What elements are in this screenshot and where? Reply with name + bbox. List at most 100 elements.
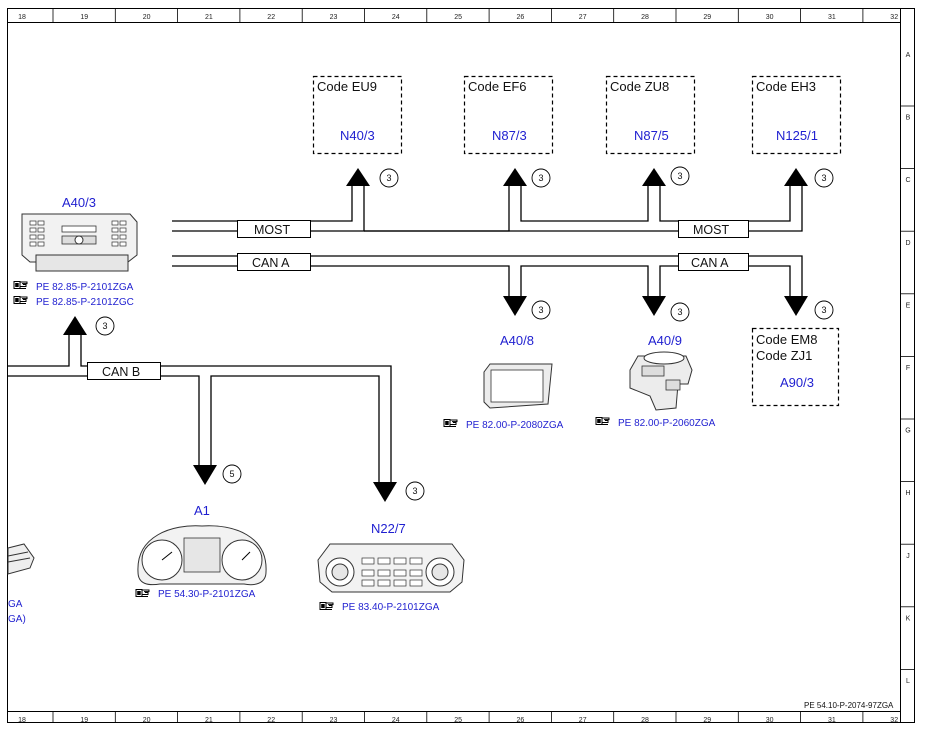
ruler-column-label: 19 (80, 717, 88, 724)
ruler-column-label: 22 (267, 717, 275, 724)
bus-label-can-b: CAN B (102, 365, 140, 379)
ruler-row-label: C (905, 177, 910, 184)
code-box-zu8: Code ZU8 N87/5 (605, 75, 696, 155)
ruler-row-label: L (906, 678, 910, 685)
ruler-column-label: 25 (454, 14, 462, 21)
ruler-column-label: 31 (828, 717, 836, 724)
ruler-column-label: 27 (579, 14, 587, 21)
ruler-row-label: K (906, 615, 911, 622)
ruler-column-label: 29 (703, 717, 711, 724)
ruler-column-label: 28 (641, 717, 649, 724)
code-box-eh3: Code EH3 N125/1 (751, 75, 842, 155)
partial-left-device: GA GA) (7, 543, 35, 625)
instrument-cluster-a1: A1 PE 54.30-P-2101ZGA (135, 503, 267, 600)
ruler-column-label: 21 (205, 14, 213, 21)
component-id: N87/3 (492, 128, 527, 143)
connection-number: 3 (538, 173, 543, 183)
frame: 1818191920202121222223232424252526262727… (7, 8, 915, 724)
component-id: A90/3 (780, 375, 814, 390)
component-id: N40/3 (340, 128, 375, 143)
connection-number: 3 (821, 173, 826, 183)
code-label: Code EM8 (756, 332, 817, 347)
pointing-hand-icon (319, 602, 334, 610)
code-label: Code ZJ1 (756, 348, 812, 363)
connection-number: 3 (102, 321, 107, 331)
ruler-column-label: 30 (766, 14, 774, 21)
connection-number: 3 (677, 171, 682, 181)
ruler-column-label: 24 (392, 717, 400, 724)
partial-reference: GA) (8, 614, 26, 625)
reference-link: PE 82.85-P-2101ZGC (36, 297, 134, 308)
ruler-row-label: B (906, 115, 911, 122)
ruler-column-label: 32 (890, 14, 898, 21)
pointing-hand-icon (443, 419, 458, 427)
ruler-column-label: 24 (392, 14, 400, 21)
connection-number: 3 (412, 486, 417, 496)
ruler-row-label: E (906, 302, 911, 309)
ruler-row-label: H (905, 490, 910, 497)
ruler-column-label: 26 (517, 14, 525, 21)
component-id: N125/1 (776, 128, 818, 143)
partial-reference: GA (8, 599, 23, 610)
code-label: Code EH3 (756, 79, 816, 94)
controller-a40-9: A40/9 PE 82.00-P-2060ZGA (595, 333, 716, 429)
ruler-column-label: 18 (18, 717, 26, 724)
ruler-column-label: 18 (18, 14, 26, 21)
component-label: N22/7 (371, 521, 406, 536)
ruler-column-label: 28 (641, 14, 649, 21)
component-id: N87/5 (634, 128, 669, 143)
footer-reference: PE 54.10-P-2074-97ZGA (804, 701, 894, 710)
component-label: A40/9 (648, 333, 682, 348)
connection-number: 3 (386, 173, 391, 183)
head-unit-a40-3: A40/3 PE 82.85-P-2101ZGA PE 82.85-P-2101… (13, 195, 138, 308)
reference-link: PE 82.85-P-2101ZGA (36, 282, 134, 293)
display-a40-8: A40/8 PE 82.00-P-2080ZGA (443, 333, 564, 431)
ruler-row-label: J (906, 553, 910, 560)
ruler-column-label: 23 (330, 717, 338, 724)
ruler-row-label: D (905, 240, 910, 247)
ruler-column-label: 26 (517, 717, 525, 724)
bus-label-can-a: CAN A (691, 256, 729, 270)
bus-label-can-a: CAN A (252, 256, 290, 270)
pointing-hand-icon (13, 296, 28, 304)
ruler-column-label: 20 (143, 14, 151, 21)
connection-number: 3 (538, 305, 543, 315)
code-box-em8: Code EM8 Code ZJ1 A90/3 (751, 327, 840, 407)
reference-link: PE 82.00-P-2080ZGA (466, 420, 564, 431)
pointing-hand-icon (13, 281, 28, 289)
connection-number: 5 (229, 469, 234, 479)
code-label: Code EF6 (468, 79, 527, 94)
connection-number: 3 (821, 305, 826, 315)
bus-label-most: MOST (254, 223, 290, 237)
can-a-bus (172, 255, 808, 316)
pointing-hand-icon (135, 589, 150, 597)
code-label: Code ZU8 (610, 79, 669, 94)
connection-number: 3 (677, 307, 682, 317)
component-label: A40/8 (500, 333, 534, 348)
ruler-column-label: 30 (766, 717, 774, 724)
most-bus (172, 168, 808, 232)
ruler-row-label: F (906, 365, 910, 372)
bus-label-most: MOST (693, 223, 729, 237)
reference-link: PE 54.30-P-2101ZGA (158, 589, 256, 600)
component-label: A1 (194, 503, 210, 518)
can-b-bus (8, 316, 397, 502)
component-label: A40/3 (62, 195, 96, 210)
ruler-column-label: 19 (80, 14, 88, 21)
ruler-row-label: A (906, 52, 911, 59)
reference-link: PE 83.40-P-2101ZGA (342, 602, 440, 613)
ruler-column-label: 29 (703, 14, 711, 21)
ruler-column-label: 20 (143, 717, 151, 724)
ruler-column-label: 22 (267, 14, 275, 21)
ruler-column-label: 27 (579, 717, 587, 724)
code-label: Code EU9 (317, 79, 377, 94)
ruler-column-label: 31 (828, 14, 836, 21)
ruler-column-label: 32 (890, 717, 898, 724)
connection-numbers (95, 166, 834, 501)
code-box-eu9: Code EU9 N40/3 (312, 75, 403, 155)
ruler-column-label: 23 (330, 14, 338, 21)
pointing-hand-icon (595, 417, 610, 425)
climate-control-n22-7: N22/7 PE 83.40-P-2101ZGA (317, 521, 465, 613)
reference-link: PE 82.00-P-2060ZGA (618, 418, 716, 429)
